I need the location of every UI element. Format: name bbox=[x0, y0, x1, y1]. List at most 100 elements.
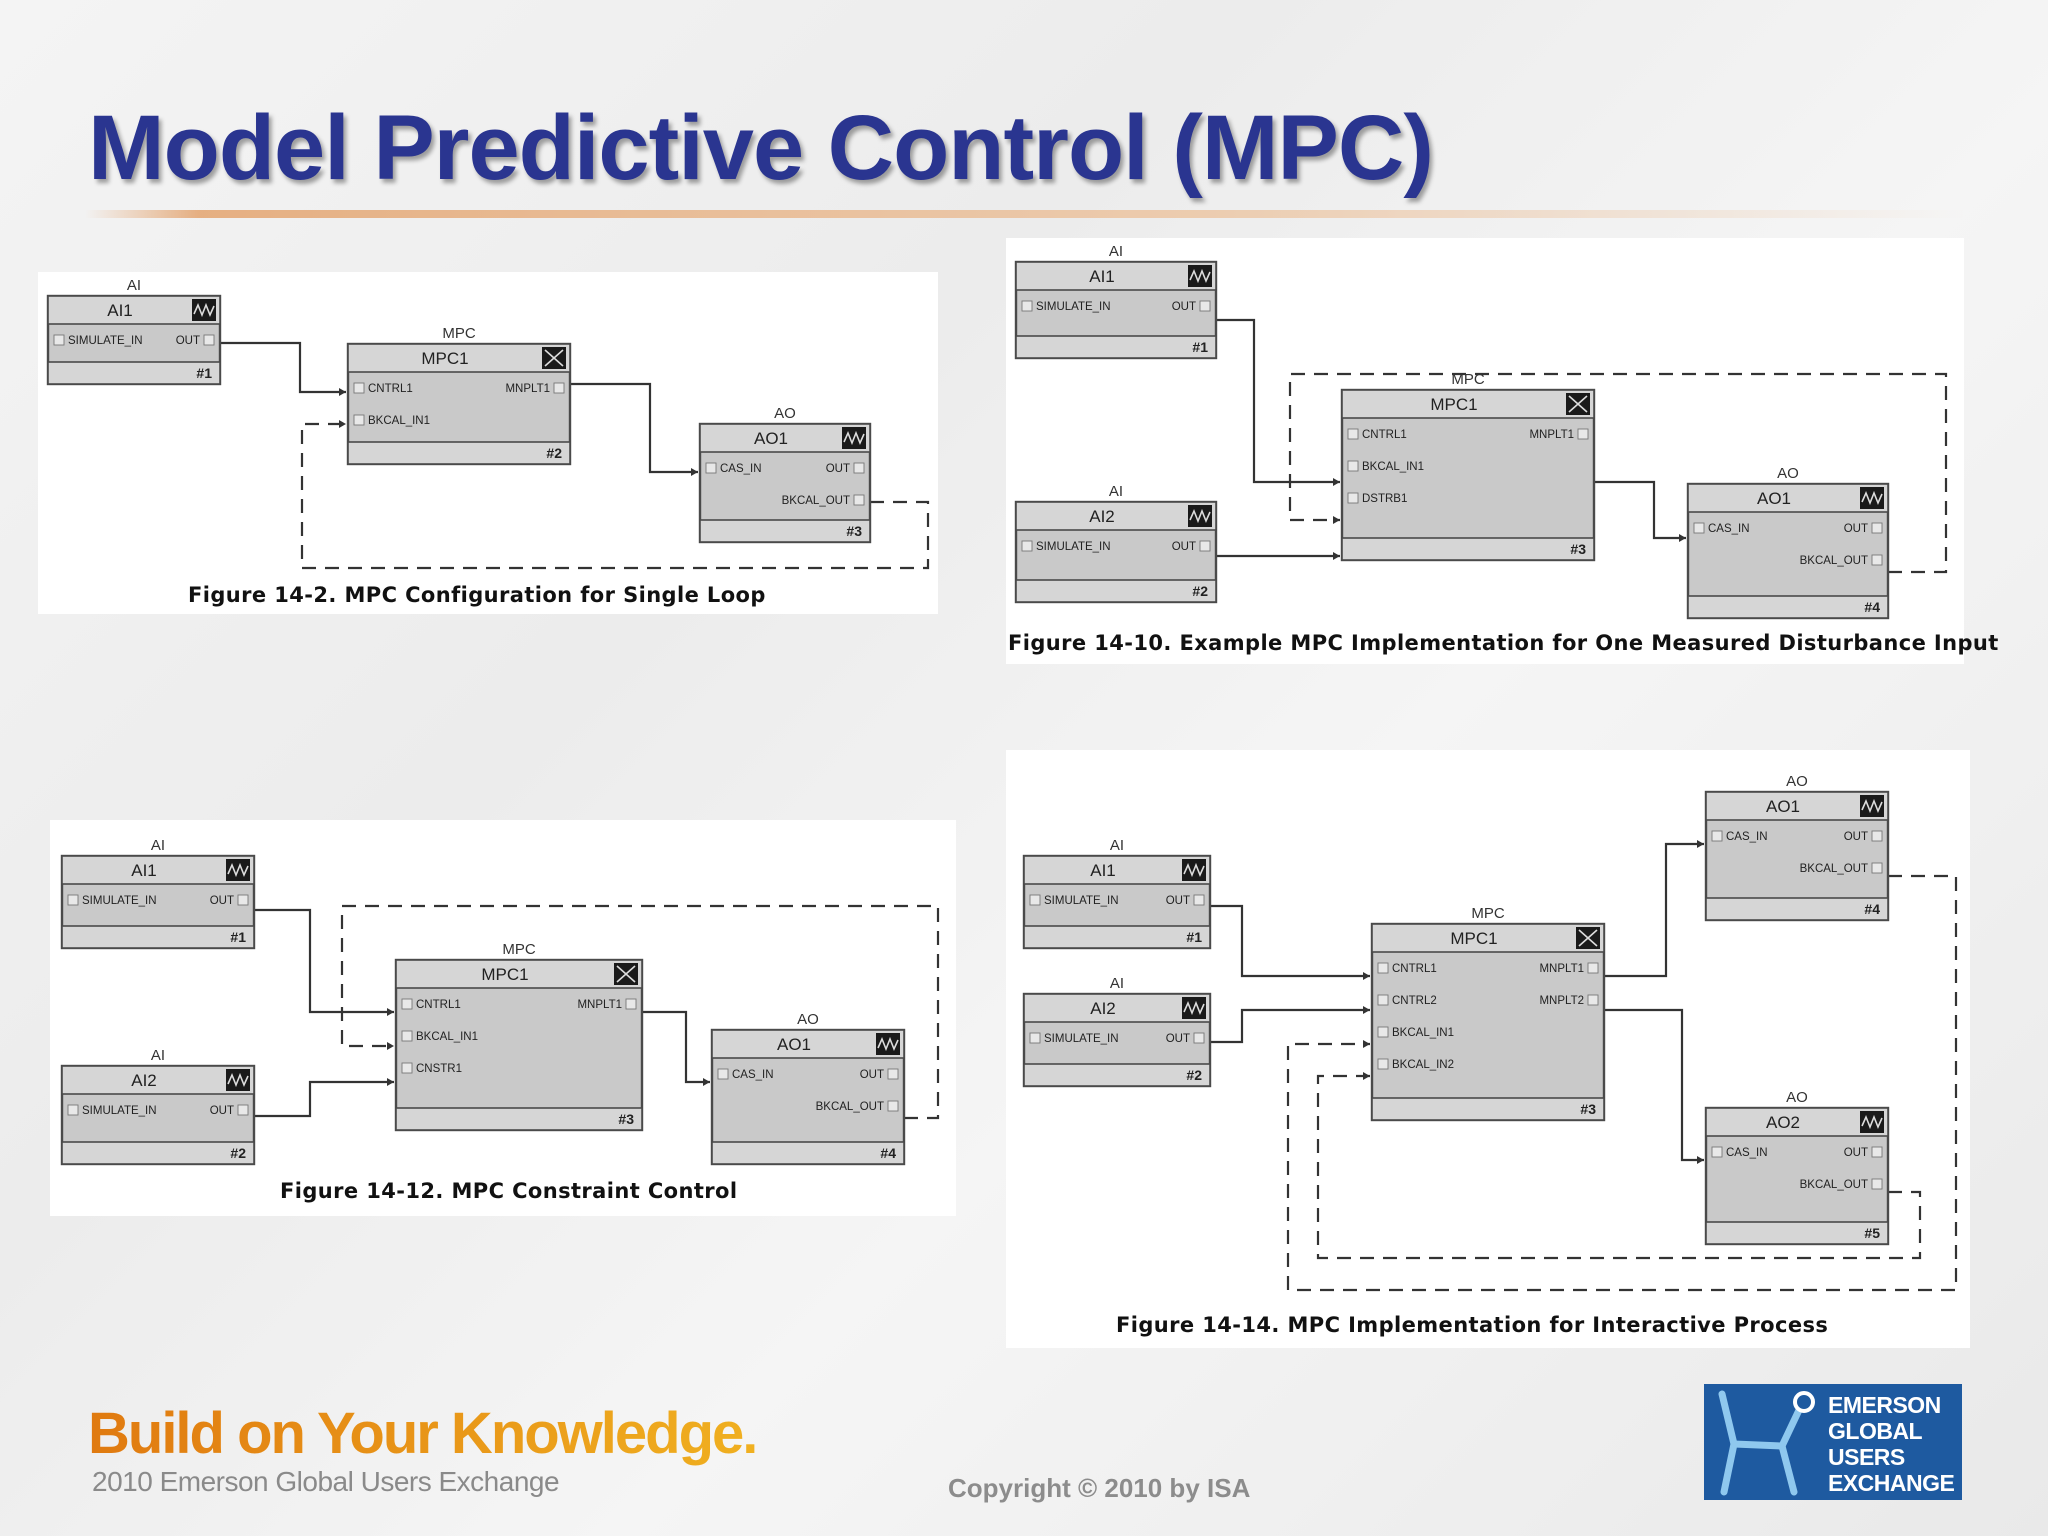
signal-waveform-icon bbox=[1182, 859, 1206, 881]
signal-wire bbox=[254, 908, 394, 1014]
signal-waveform-icon bbox=[1182, 997, 1206, 1019]
signal-wires bbox=[220, 341, 930, 570]
signal-wires bbox=[1216, 318, 1948, 574]
port-mnplt1: MNPLT1 bbox=[577, 999, 622, 1011]
block-type-label: AI bbox=[1109, 483, 1123, 500]
feedback-wire bbox=[340, 904, 940, 1120]
block-type-label: AI bbox=[1110, 975, 1124, 992]
signal-waveform-icon bbox=[226, 859, 250, 881]
logo-line-1: EMERSON bbox=[1828, 1392, 1941, 1418]
port-bkcal-out: BKCAL_OUT bbox=[1800, 1179, 1868, 1191]
block-name: AI1 bbox=[1090, 861, 1116, 880]
block-name: AI2 bbox=[1089, 507, 1115, 526]
signal-waveform-icon bbox=[1860, 1111, 1884, 1133]
port-out: OUT bbox=[210, 1105, 234, 1117]
block-type-label: AO bbox=[1786, 773, 1808, 790]
block-name: MPC1 bbox=[421, 349, 468, 368]
block-number: #1 bbox=[196, 365, 212, 381]
port-mnplt1: MNPLT1 bbox=[1539, 963, 1584, 975]
mpc-block-icon bbox=[1566, 393, 1590, 415]
block-name: AI1 bbox=[107, 301, 133, 320]
port-bkcal-out: BKCAL_OUT bbox=[1800, 863, 1868, 875]
port-mnplt2: MNPLT2 bbox=[1539, 995, 1584, 1007]
block-name: MPC1 bbox=[1430, 395, 1477, 414]
port-cntrl1: CNTRL1 bbox=[1392, 963, 1437, 975]
port-bkcal-out: BKCAL_OUT bbox=[816, 1101, 884, 1113]
port-cntrl1: CNTRL1 bbox=[1362, 429, 1407, 441]
port-simulate-in: SIMULATE_IN bbox=[1036, 541, 1111, 553]
signal-waveform-icon bbox=[192, 299, 216, 321]
port-out: OUT bbox=[860, 1069, 884, 1081]
figure-caption: Figure 14-14. MPC Implementation for Int… bbox=[1116, 1313, 1828, 1337]
signal-wire bbox=[642, 1010, 710, 1084]
block-type-label: AI bbox=[151, 1047, 165, 1064]
signal-wire bbox=[220, 341, 346, 394]
mpc-block-icon bbox=[542, 347, 566, 369]
footer-tagline: Build on Your Knowledge. bbox=[88, 1401, 758, 1466]
port-bkcal-in2: BKCAL_IN2 bbox=[1392, 1059, 1454, 1071]
port-out: OUT bbox=[1166, 1033, 1190, 1045]
block-number: #3 bbox=[1580, 1101, 1596, 1117]
block-type-label: AI bbox=[151, 837, 165, 854]
block-number: #2 bbox=[546, 445, 562, 461]
port-out: OUT bbox=[1172, 541, 1196, 553]
signal-wire bbox=[1604, 1008, 1704, 1162]
port-cas-in: CAS_IN bbox=[1726, 1147, 1768, 1159]
figure-caption: Figure 14-2. MPC Configuration for Singl… bbox=[188, 583, 766, 607]
block-type-label: MPC bbox=[1471, 905, 1505, 922]
port-simulate-in: SIMULATE_IN bbox=[1036, 301, 1111, 313]
block-type-label: MPC bbox=[442, 325, 476, 342]
block-mpc1: MPCMPC1CNTRL1CNTRL2BKCAL_IN1BKCAL_IN2MNP… bbox=[1370, 905, 1606, 1122]
block-type-label: AO bbox=[797, 1011, 819, 1028]
block-name: AI2 bbox=[1090, 999, 1116, 1018]
signal-wire bbox=[1210, 904, 1370, 978]
signal-wire bbox=[1210, 1008, 1370, 1044]
signal-wire bbox=[254, 1080, 394, 1118]
port-out: OUT bbox=[1844, 523, 1868, 535]
port-out: OUT bbox=[176, 335, 200, 347]
block-name: AO1 bbox=[1757, 489, 1791, 508]
block-type-label: AO bbox=[1786, 1089, 1808, 1106]
block-name: AI2 bbox=[131, 1071, 157, 1090]
port-simulate-in: SIMULATE_IN bbox=[82, 1105, 157, 1117]
port-bkcal-in1: BKCAL_IN1 bbox=[416, 1031, 478, 1043]
port-out: OUT bbox=[826, 463, 850, 475]
block-type-label: AO bbox=[1777, 465, 1799, 482]
port-dstrb1: DSTRB1 bbox=[1362, 493, 1407, 505]
signal-waveform-icon bbox=[226, 1069, 250, 1091]
port-cnstr1: CNSTR1 bbox=[416, 1063, 462, 1075]
logo-line-4: EXCHANGE bbox=[1828, 1470, 1955, 1496]
port-simulate-in: SIMULATE_IN bbox=[82, 895, 157, 907]
port-out: OUT bbox=[1844, 1147, 1868, 1159]
title-underline bbox=[85, 210, 1965, 218]
port-bkcal-in1: BKCAL_IN1 bbox=[1392, 1027, 1454, 1039]
network-nodes-icon bbox=[1718, 1390, 1815, 1496]
block-number: #2 bbox=[1186, 1067, 1202, 1083]
block-number: #3 bbox=[618, 1111, 634, 1127]
signal-wire bbox=[1594, 480, 1686, 540]
block-name: AO1 bbox=[1766, 797, 1800, 816]
port-out: OUT bbox=[1172, 301, 1196, 313]
mpc-block-icon bbox=[614, 963, 638, 985]
block-number: #2 bbox=[230, 1145, 246, 1161]
port-mnplt1: MNPLT1 bbox=[505, 383, 550, 395]
logo-line-2: GLOBAL bbox=[1828, 1418, 1923, 1444]
figure-caption: Figure 14-12. MPC Constraint Control bbox=[280, 1179, 737, 1203]
